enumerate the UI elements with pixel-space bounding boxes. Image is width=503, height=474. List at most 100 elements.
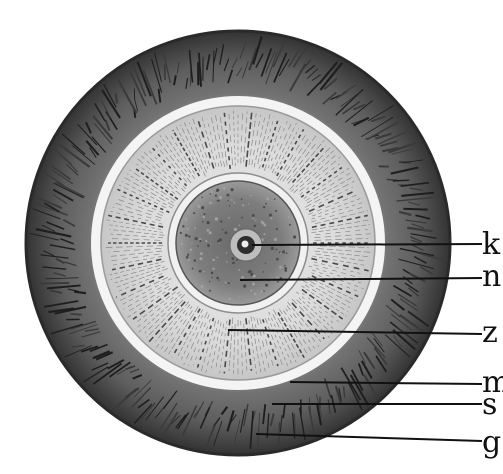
nucleus-speckle-dot [207, 244, 210, 247]
outer-hatch-stroke [70, 314, 81, 315]
nucleus-speckle-dot [276, 228, 278, 230]
nucleus-speckle-dot [293, 235, 296, 238]
nucleus-speckle-dot [228, 298, 231, 301]
nucleus-speckle-dot [185, 234, 188, 237]
nucleus-speckle-dot [216, 277, 219, 280]
nucleus-speckle-dot [211, 272, 214, 275]
nucleus-speckle-dot [228, 282, 230, 284]
nucleus-speckle-dot [200, 285, 203, 288]
nucleus-speckle-dot [271, 247, 274, 250]
leader-line-k [252, 244, 482, 245]
nucleus-speckle-dot [263, 206, 265, 208]
nucleus-speckle-dot [284, 265, 286, 267]
nucleus-speckle-dot [197, 245, 199, 247]
nucleus-speckle-dot [250, 290, 252, 292]
nucleus-speckle-dot [277, 281, 279, 283]
nucleus-speckle-dot [215, 217, 218, 220]
nucleus-speckle-dot [209, 290, 211, 292]
nucleus-speckle-dot [209, 202, 212, 205]
nucleus-speckle-dot [188, 259, 190, 261]
nucleus-speckle-dot [217, 200, 219, 202]
nucleus-speckle-dot [191, 243, 192, 244]
nucleus-speckle-dot [253, 275, 256, 278]
nucleus-speckle-dot [270, 217, 272, 219]
nucleus-speckle-dot [279, 251, 281, 253]
nucleus-speckle-dot [239, 296, 240, 297]
nucleus-speckle-dot [187, 254, 189, 256]
nucleus-speckle-dot [250, 195, 252, 197]
nucleus-speckle-dot [265, 203, 267, 205]
nucleus-speckle-dot [193, 212, 195, 214]
nucleus-speckle-dot [226, 252, 228, 254]
nucleus-speckle-dot [252, 214, 255, 217]
nucleus-speckle-dot [192, 268, 194, 270]
label-n: n [482, 259, 501, 294]
nucleus-speckle-dot [263, 271, 265, 273]
nucleus-speckle-dot [217, 257, 219, 259]
nucleus-speckle-dot [276, 249, 278, 251]
outer-hatch-stroke [203, 57, 204, 81]
nucleus-speckle-dot [210, 193, 212, 195]
nucleus-speckle-dot [211, 277, 212, 278]
nucleus-speckle-dot [226, 261, 228, 263]
nucleus-speckle-dot [248, 203, 249, 204]
nucleus-speckle-dot [184, 218, 187, 221]
nucleus-speckle-dot [180, 232, 182, 234]
outer-hatch-stroke [74, 292, 86, 293]
nucleus-speckle-dot [241, 276, 244, 279]
nucleus-speckle-dot [289, 224, 291, 226]
nucleus-speckle-dot [265, 284, 268, 287]
nucleus-speckle-dot [231, 188, 234, 191]
nucleus-speckle-dot [222, 229, 224, 231]
outer-hatch-stroke [40, 283, 69, 284]
nucleus-speckle-dot [229, 205, 231, 207]
nucleus-speckle-dot [212, 259, 215, 262]
nucleus-speckle-dot [207, 221, 210, 224]
nucleus-speckle-dot [205, 240, 207, 242]
nucleus-speckle-dot [199, 270, 202, 273]
nucleus-speckle-dot [233, 202, 235, 204]
nucleus-speckle-dot [203, 213, 205, 215]
nucleus-speckle-dot [282, 250, 285, 253]
nucleus-speckle-dot [194, 227, 196, 229]
nucleus-speckle-dot [243, 284, 246, 287]
nucleus-speckle-dot [231, 199, 233, 201]
nucleus-speckle-dot [209, 231, 212, 234]
nucleus-speckle-dot [238, 269, 240, 271]
nucleus-speckle-dot [232, 262, 235, 265]
outer-hatch-stroke [393, 180, 410, 181]
nucleus-speckle-dot [225, 281, 227, 283]
nucleus-speckle-dot [188, 235, 190, 237]
nucleus-speckle-dot [242, 204, 244, 206]
nucleus-speckle-dot [288, 216, 290, 218]
nucleus-speckle-dot [216, 188, 219, 191]
nucleus-speckle-dot [254, 224, 257, 227]
label-k: k [482, 227, 501, 262]
nucleus-speckle-dot [227, 200, 228, 201]
nucleus-speckle-dot [219, 196, 222, 199]
nucleus-speckle-dot [275, 210, 277, 212]
nucleus-speckle-dot [241, 217, 243, 219]
outer-hatch-stroke [403, 209, 427, 210]
label-s: s [482, 387, 497, 422]
nucleus-speckle-dot [181, 242, 184, 245]
label-z: z [482, 315, 498, 350]
nucleus-speckle-dot [266, 198, 269, 201]
nucleus-speckle-dot [182, 225, 184, 227]
nucleus-speckle-dot [225, 231, 228, 234]
nucleus-speckle-dot [201, 197, 203, 199]
nucleus-speckle-dot [241, 198, 243, 200]
outer-hatch-stroke [165, 64, 166, 80]
nucleus-speckle-dot [260, 291, 262, 293]
nucleus-speckle-dot [269, 214, 272, 217]
nucleus-speckle-dot [199, 257, 202, 260]
nucleus-speckle-dot [274, 198, 276, 200]
nucleus-speckle-dot [227, 194, 230, 197]
nucleus-speckle-dot [249, 189, 250, 190]
nucleus-speckle-dot [254, 292, 257, 295]
nucleus-speckle-dot [228, 217, 230, 219]
nucleus-speckle-dot [200, 252, 203, 255]
label-g: g [482, 425, 501, 460]
nucleus-speckle-dot [265, 263, 266, 264]
